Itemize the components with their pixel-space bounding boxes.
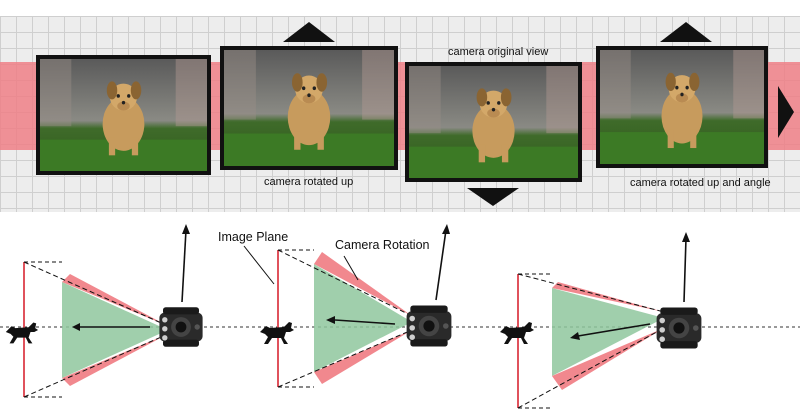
up-arrow-icon [283,22,335,42]
photo-frame-rotated-up-angle [596,46,768,168]
right-arrow-icon [778,86,794,138]
fov-red-bottom [314,330,412,384]
fov-diagram [0,224,800,409]
caption-rotated-up: camera rotated up [264,176,354,188]
fov-red-top [314,252,412,316]
photo-frame-1 [36,55,211,175]
fov-panel-1 [5,224,203,398]
camera-icon [656,307,702,349]
down-arrow-icon [467,188,519,206]
fov-panel-3 [500,232,702,409]
caption-original-view: camera original view [448,46,549,58]
label-image-plane: Image Plane [218,230,289,244]
fov-red-bottom [552,328,664,390]
top-arrows [283,22,794,206]
camera-icon [406,305,452,347]
caption-rotated-up-angle: camera rotated up and angle [630,177,771,189]
label-camera-rotation: Camera Rotation [335,238,430,252]
fov-green [552,288,664,376]
fov-red-bottom [62,334,168,386]
camera-icon [159,307,203,347]
photo-frame-original [405,62,582,182]
fov-green [314,264,412,372]
up-arrow-icon [660,22,712,42]
dog-silhouette-icon [5,322,39,344]
fov-red-top [62,274,168,326]
photo-frame-rotated-up [220,46,398,170]
fov-panel-2 [260,224,452,388]
fov-green [62,282,168,378]
